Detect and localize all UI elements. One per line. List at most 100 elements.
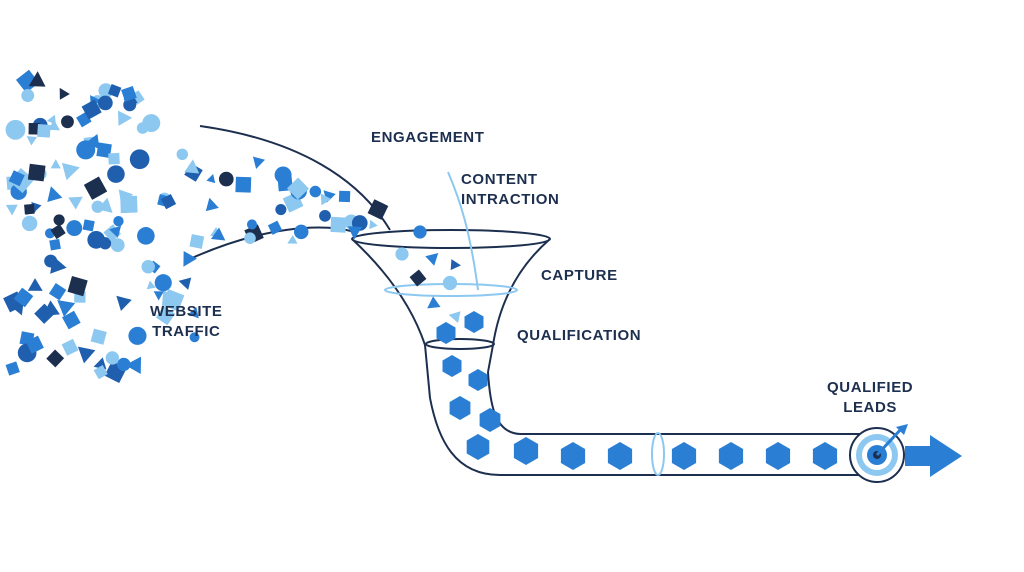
particle-triangle [153,291,164,301]
label-website-traffic-line2: TRAFFIC [152,323,221,340]
particle-circle [319,209,331,222]
particle-triangle [61,162,80,181]
label-content-interaction-line1: CONTENT [461,171,538,188]
particle-square [83,176,108,200]
funnel-particle [413,225,427,239]
particle-square [28,122,41,135]
particle-circle [274,166,292,184]
particle-triangle [109,225,122,238]
particle-square [25,335,44,354]
particle-circle [76,140,96,160]
particle-circle [53,214,65,226]
particle-square [8,170,25,187]
particle-square [235,176,252,193]
particle-circle [141,260,155,274]
particle-circle [107,165,125,183]
lead-hexagon [436,322,456,344]
particle-triangle [5,204,18,216]
pipe-top-edge [487,371,862,435]
particle-triangle [26,136,38,146]
particle-triangle [59,87,70,100]
particle-circle [97,95,113,111]
particle-triangle [188,307,199,319]
lead-hexagon [671,442,697,470]
label-website-traffic-line1: WEBSITE [150,303,223,320]
particle-square [90,328,107,345]
particle-circle [154,274,172,292]
particle-triangle [27,278,43,291]
particle-square [367,199,389,220]
particle-square [93,365,108,380]
particle-triangle [347,226,363,240]
label-capture: CAPTURE [541,267,618,284]
particle-square [82,219,95,232]
particle-triangle [369,219,378,230]
particle-circle [87,231,106,249]
particle-circle [21,89,35,102]
particle-circle [275,204,287,216]
particle-square [120,195,138,214]
particle-circle [129,149,150,170]
particle-circle [105,351,120,365]
particle-triangle [97,197,113,213]
lead-hexagon [479,408,501,432]
particle-square [62,310,81,330]
particle-triangle [117,110,133,126]
particle-triangle [184,159,200,174]
label-qualified-leads-line2: LEADS [843,399,898,416]
qualified-hexagons [436,311,838,470]
funnel-rim [351,229,551,249]
particle-square [27,163,46,182]
funnel-particle [442,275,458,291]
funnel-particle [409,269,427,287]
funnel-left-wall [351,238,431,399]
lead-hexagon [466,434,490,460]
particle-square [96,142,112,158]
lead-hexagon [812,442,838,470]
arrow-right-icon [905,435,962,477]
particle-circle [189,332,200,343]
particle-square [330,216,347,233]
particle-triangle [42,300,60,316]
particle-circle [5,119,26,140]
particle-square [107,84,122,98]
particle-circle [244,232,256,244]
particle-triangle [210,227,226,241]
particle-circle [176,148,189,161]
particle-triangle [68,196,83,210]
pipe-joint [651,432,665,476]
particle-circle [117,357,131,372]
funnel-particle [450,259,461,271]
particle-triangle [205,197,219,212]
particle-circle [294,224,309,240]
particle-circle [128,326,147,345]
particle-triangle [206,173,216,184]
funnel [351,229,551,399]
particle-circle [123,98,137,112]
label-qualified-leads: QUALIFIED LEADS [827,378,913,418]
particle-square [5,361,20,376]
label-qualification: QUALIFICATION [517,327,642,344]
particle-square [50,224,66,240]
particle-triangle [57,299,76,317]
particle-triangle [46,114,56,125]
particle-circle [246,219,257,230]
particle-square [121,86,137,102]
particle-square [267,220,283,235]
particle-square [15,69,40,93]
funnel-particle [427,296,441,309]
traffic-channel [191,125,479,291]
particle-square [286,177,309,200]
funnel-right-wall [487,238,551,373]
particle-square [81,99,102,120]
funnel-particle [395,247,409,261]
particle-triangle [50,159,61,169]
particle-triangle [320,193,332,206]
particle-square [160,194,177,210]
particle-square [189,234,205,249]
lead-hexagon [765,442,791,470]
particle-square [13,287,34,308]
particle-triangle [116,295,132,311]
particle-triangle [178,277,192,290]
